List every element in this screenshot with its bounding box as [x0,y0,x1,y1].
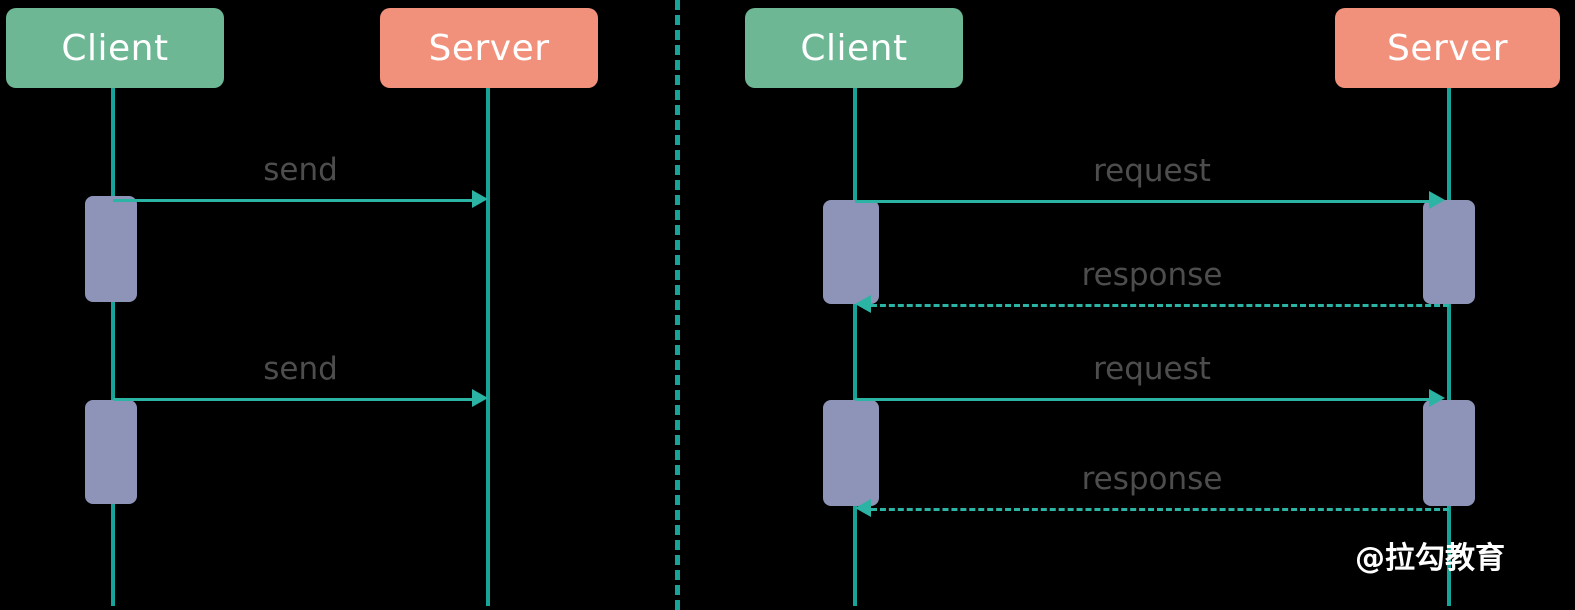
message-label-response-2: response [1081,461,1223,497]
message-label-request-1: request [1093,153,1211,189]
message-line-request-2 [855,398,1433,401]
participant-right-server-label: Server [1386,27,1509,69]
lifeline-right-client [853,88,857,606]
message-arrowhead-request-2 [1429,389,1445,407]
lifeline-left-client [111,88,115,606]
message-arrowhead-send-1 [472,190,488,208]
participant-left-client-label: Client [61,27,169,69]
lifeline-left-server [486,88,490,606]
activation-right-server-1 [1423,200,1475,304]
activation-left-client-1 [85,196,137,302]
message-label-request-2: request [1093,351,1211,387]
participant-left-server-label: Server [428,27,550,69]
watermark: @拉勾教育 [1355,541,1505,576]
message-line-response-2 [871,508,1449,511]
message-label-send-2: send [263,351,338,387]
message-arrowhead-send-2 [472,389,488,407]
participant-right-client[interactable]: Client [745,8,963,88]
message-line-send-2 [113,398,476,401]
message-line-response-1 [871,304,1449,307]
panel-divider [675,0,680,610]
message-arrowhead-response-2 [855,499,871,517]
message-label-response-1: response [1081,257,1223,293]
message-arrowhead-response-1 [855,295,871,313]
participant-right-server[interactable]: Server [1335,8,1560,88]
message-line-send-1 [113,199,476,202]
participant-right-client-label: Client [800,27,908,69]
message-line-request-1 [855,200,1433,203]
activation-right-server-2 [1423,400,1475,506]
message-label-send-1: send [263,152,338,188]
activation-right-client-2 [823,400,879,506]
message-arrowhead-request-1 [1429,191,1445,209]
lifeline-right-server [1447,88,1451,606]
participant-left-server[interactable]: Server [380,8,598,88]
activation-left-client-2 [85,400,137,504]
participant-left-client[interactable]: Client [6,8,224,88]
activation-right-client-1 [823,200,879,304]
